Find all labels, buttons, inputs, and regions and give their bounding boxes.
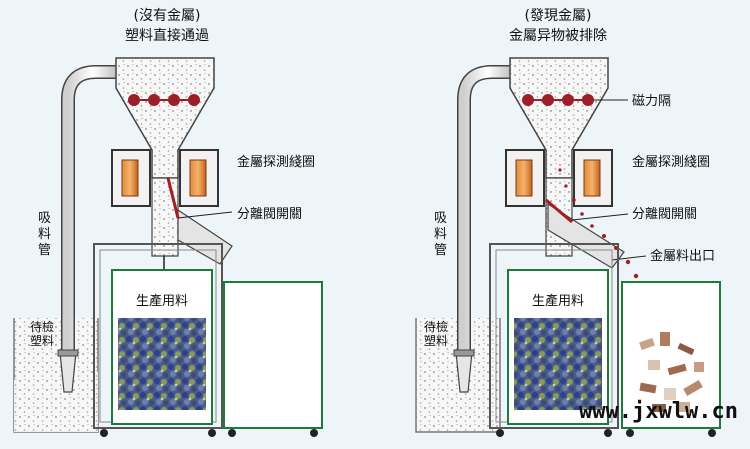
left-waiting-label-2: 塑料	[30, 333, 54, 348]
right-waiting-label-2: 塑料	[424, 333, 448, 348]
right-reject-bin	[621, 281, 721, 429]
right-valve-label: 分離閥開關	[632, 207, 697, 222]
right-product-bin	[507, 269, 609, 425]
left-product-label: 生產用料	[136, 293, 188, 309]
right-panel: (發現金屬) 金屬异物被排除 待檢 塑料 吸 料 管 磁力隔	[415, 8, 721, 437]
metal-scrap-pile	[639, 332, 704, 412]
right-outlet-label: 金屬料出口	[650, 248, 715, 264]
left-title-line1: (沒有金屬)	[134, 7, 201, 24]
left-reject-chute	[177, 208, 233, 265]
left-panel: (沒有金屬) 塑料直接通過 待檢 塑料 吸 料 管	[13, 7, 323, 437]
left-suction-label-2: 料	[38, 227, 51, 242]
right-diverter-valve	[545, 198, 573, 224]
left-coil-label: 金屬探測綫圈	[237, 154, 315, 170]
right-wheels	[496, 429, 716, 437]
left-wheels	[100, 429, 318, 437]
left-magnet-bar	[128, 94, 200, 106]
right-title-line1: (發現金屬)	[525, 8, 592, 24]
left-valve-label: 分離閥開關	[237, 207, 302, 222]
right-waiting-label-1: 待檢	[424, 319, 448, 334]
left-detector-coil	[111, 149, 219, 207]
left-reject-bin	[223, 281, 323, 429]
right-magnet-bar	[522, 94, 628, 106]
right-coil-label: 金屬探測綫圈	[632, 154, 710, 170]
right-suction-label-3: 管	[434, 243, 447, 258]
left-waiting-label-1: 待檢	[30, 319, 54, 334]
left-product-bin	[111, 269, 213, 425]
left-suction-label-3: 管	[38, 243, 51, 258]
right-reject-chute	[547, 202, 625, 269]
right-suction-label-2: 料	[434, 227, 447, 242]
right-title-line2: 金屬异物被排除	[509, 28, 607, 44]
left-suction-pipe	[57, 65, 118, 393]
right-detector-coil	[505, 149, 613, 207]
right-suction-label-1: 吸	[434, 211, 447, 226]
watermark-text: www.jxwlw.cn	[579, 399, 738, 424]
right-suction-pipe	[453, 65, 512, 393]
left-diverter-valve	[166, 177, 180, 219]
left-waiting-bin	[13, 318, 99, 433]
left-title-line2: 塑料直接通過	[125, 27, 209, 44]
left-suction-label-1: 吸	[38, 211, 51, 226]
right-magnet-label: 磁力隔	[632, 94, 671, 109]
right-product-label: 生產用料	[532, 293, 584, 309]
